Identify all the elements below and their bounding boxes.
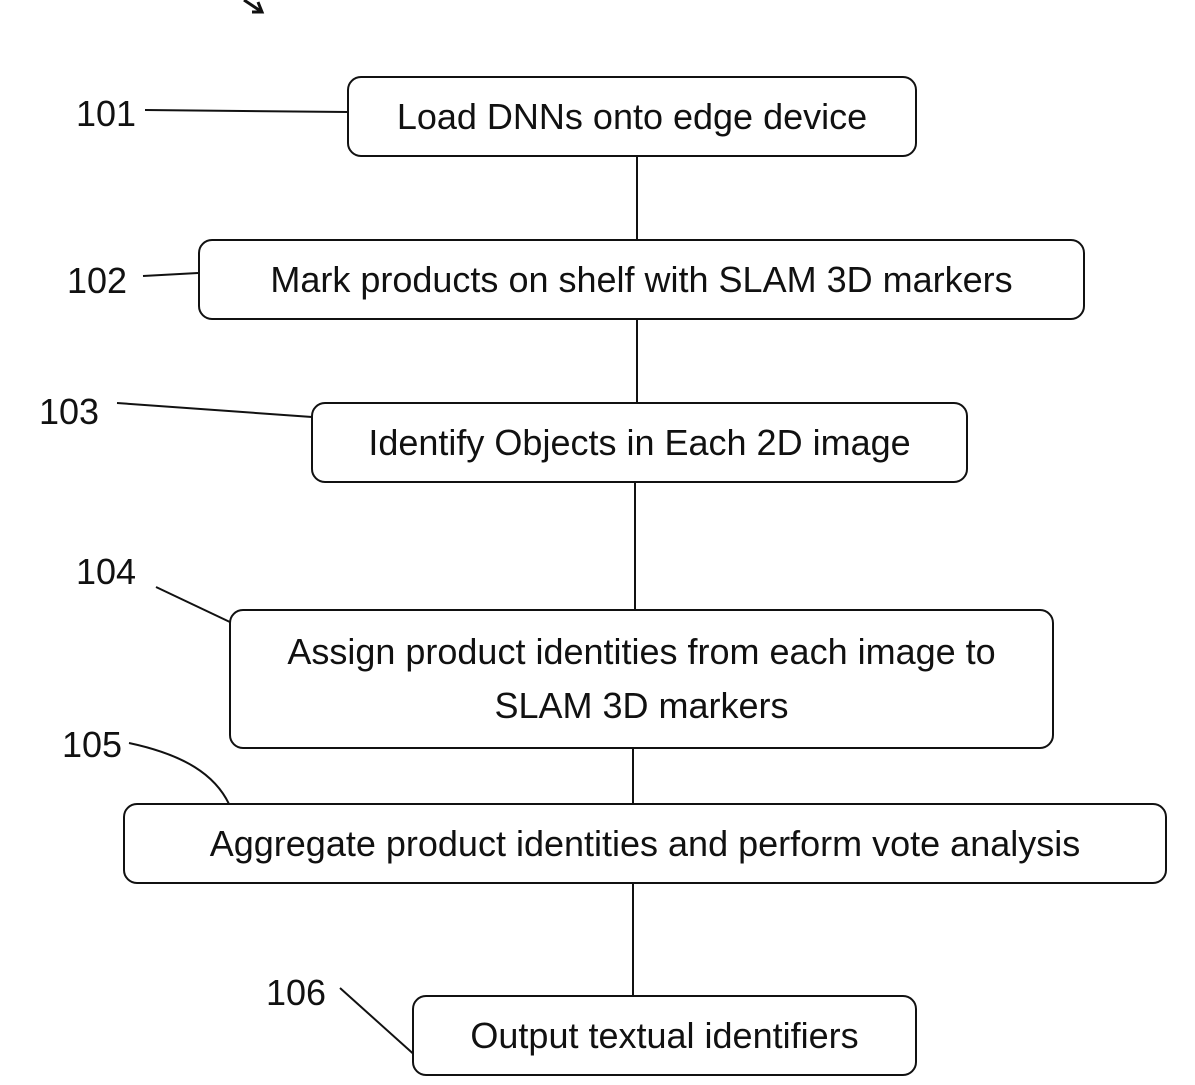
step-105-box: Aggregate product identities and perform… [123, 803, 1167, 884]
leader-105 [129, 743, 229, 804]
ref-label-106: 106 [266, 973, 326, 1013]
ref-label-105: 105 [62, 725, 122, 765]
leader-106 [340, 988, 418, 1058]
step-103-text: Identify Objects in Each 2D image [368, 416, 910, 470]
step-102-text: Mark products on shelf with SLAM 3D mark… [270, 253, 1012, 307]
step-104-text: Assign product identities from each imag… [261, 625, 1022, 733]
step-101-text: Load DNNs onto edge device [397, 90, 867, 144]
step-105-text: Aggregate product identities and perform… [210, 817, 1081, 871]
step-106-box: Output textual identifiers [412, 995, 917, 1076]
step-103-box: Identify Objects in Each 2D image [311, 402, 968, 483]
step-106-text: Output textual identifiers [470, 1009, 858, 1063]
ref-label-104: 104 [76, 552, 136, 592]
step-102-box: Mark products on shelf with SLAM 3D mark… [198, 239, 1085, 320]
leader-103 [117, 403, 312, 417]
ref-label-101: 101 [76, 94, 136, 134]
step-101-box: Load DNNs onto edge device [347, 76, 917, 157]
ref-label-103: 103 [39, 392, 99, 432]
leader-102 [143, 273, 198, 276]
ref-label-102: 102 [67, 261, 127, 301]
figure-arrow-fragment [244, 0, 262, 12]
leader-104 [156, 587, 232, 623]
leader-101 [145, 110, 348, 112]
step-104-box: Assign product identities from each imag… [229, 609, 1054, 749]
